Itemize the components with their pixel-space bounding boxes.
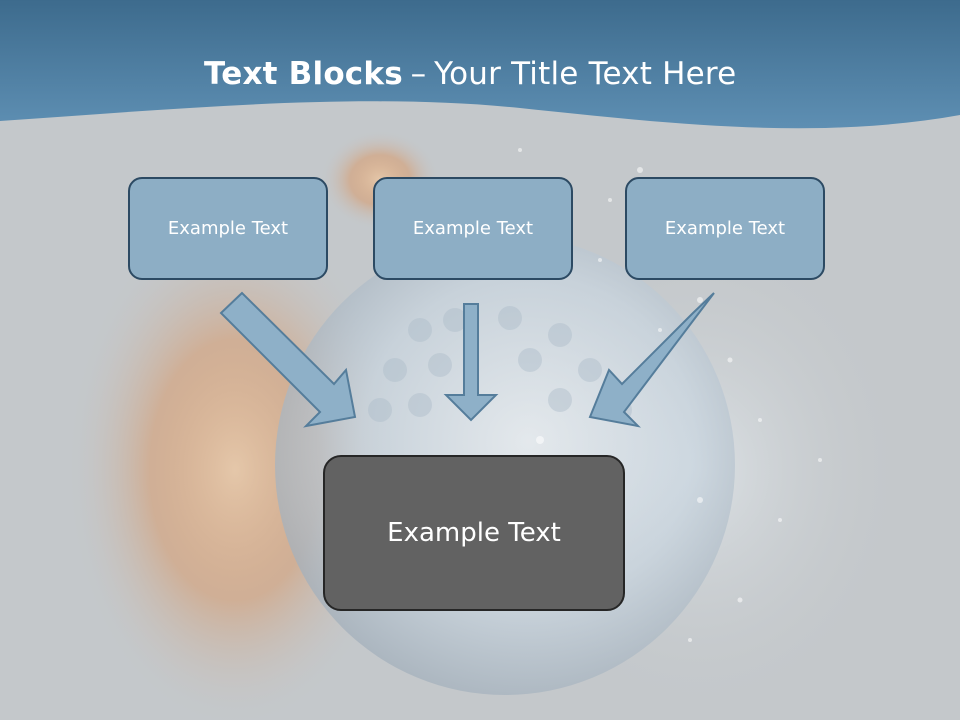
text-block-left: Example Text	[128, 177, 328, 280]
text-block-right: Example Text	[625, 177, 825, 280]
text-block-right-label: Example Text	[664, 218, 786, 239]
slide-title: Text Blocks–Your Title Text Here	[204, 56, 736, 92]
golf-ball-dimples	[368, 306, 632, 422]
title-separator: –	[410, 56, 427, 92]
title-rest: Your Title Text Here	[434, 56, 737, 92]
target-text-block: Example Text	[323, 455, 625, 611]
target-text-block-label: Example Text	[387, 518, 561, 548]
arrow-center-down	[443, 303, 499, 422]
arrow-right-down-left	[588, 292, 715, 428]
header-band	[0, 0, 960, 129]
text-block-middle: Example Text	[373, 177, 573, 280]
title-bold: Text Blocks	[204, 56, 403, 92]
text-block-left-label: Example Text	[167, 218, 289, 239]
arrow-left-down-right	[219, 291, 357, 428]
text-block-middle-label: Example Text	[412, 218, 534, 239]
